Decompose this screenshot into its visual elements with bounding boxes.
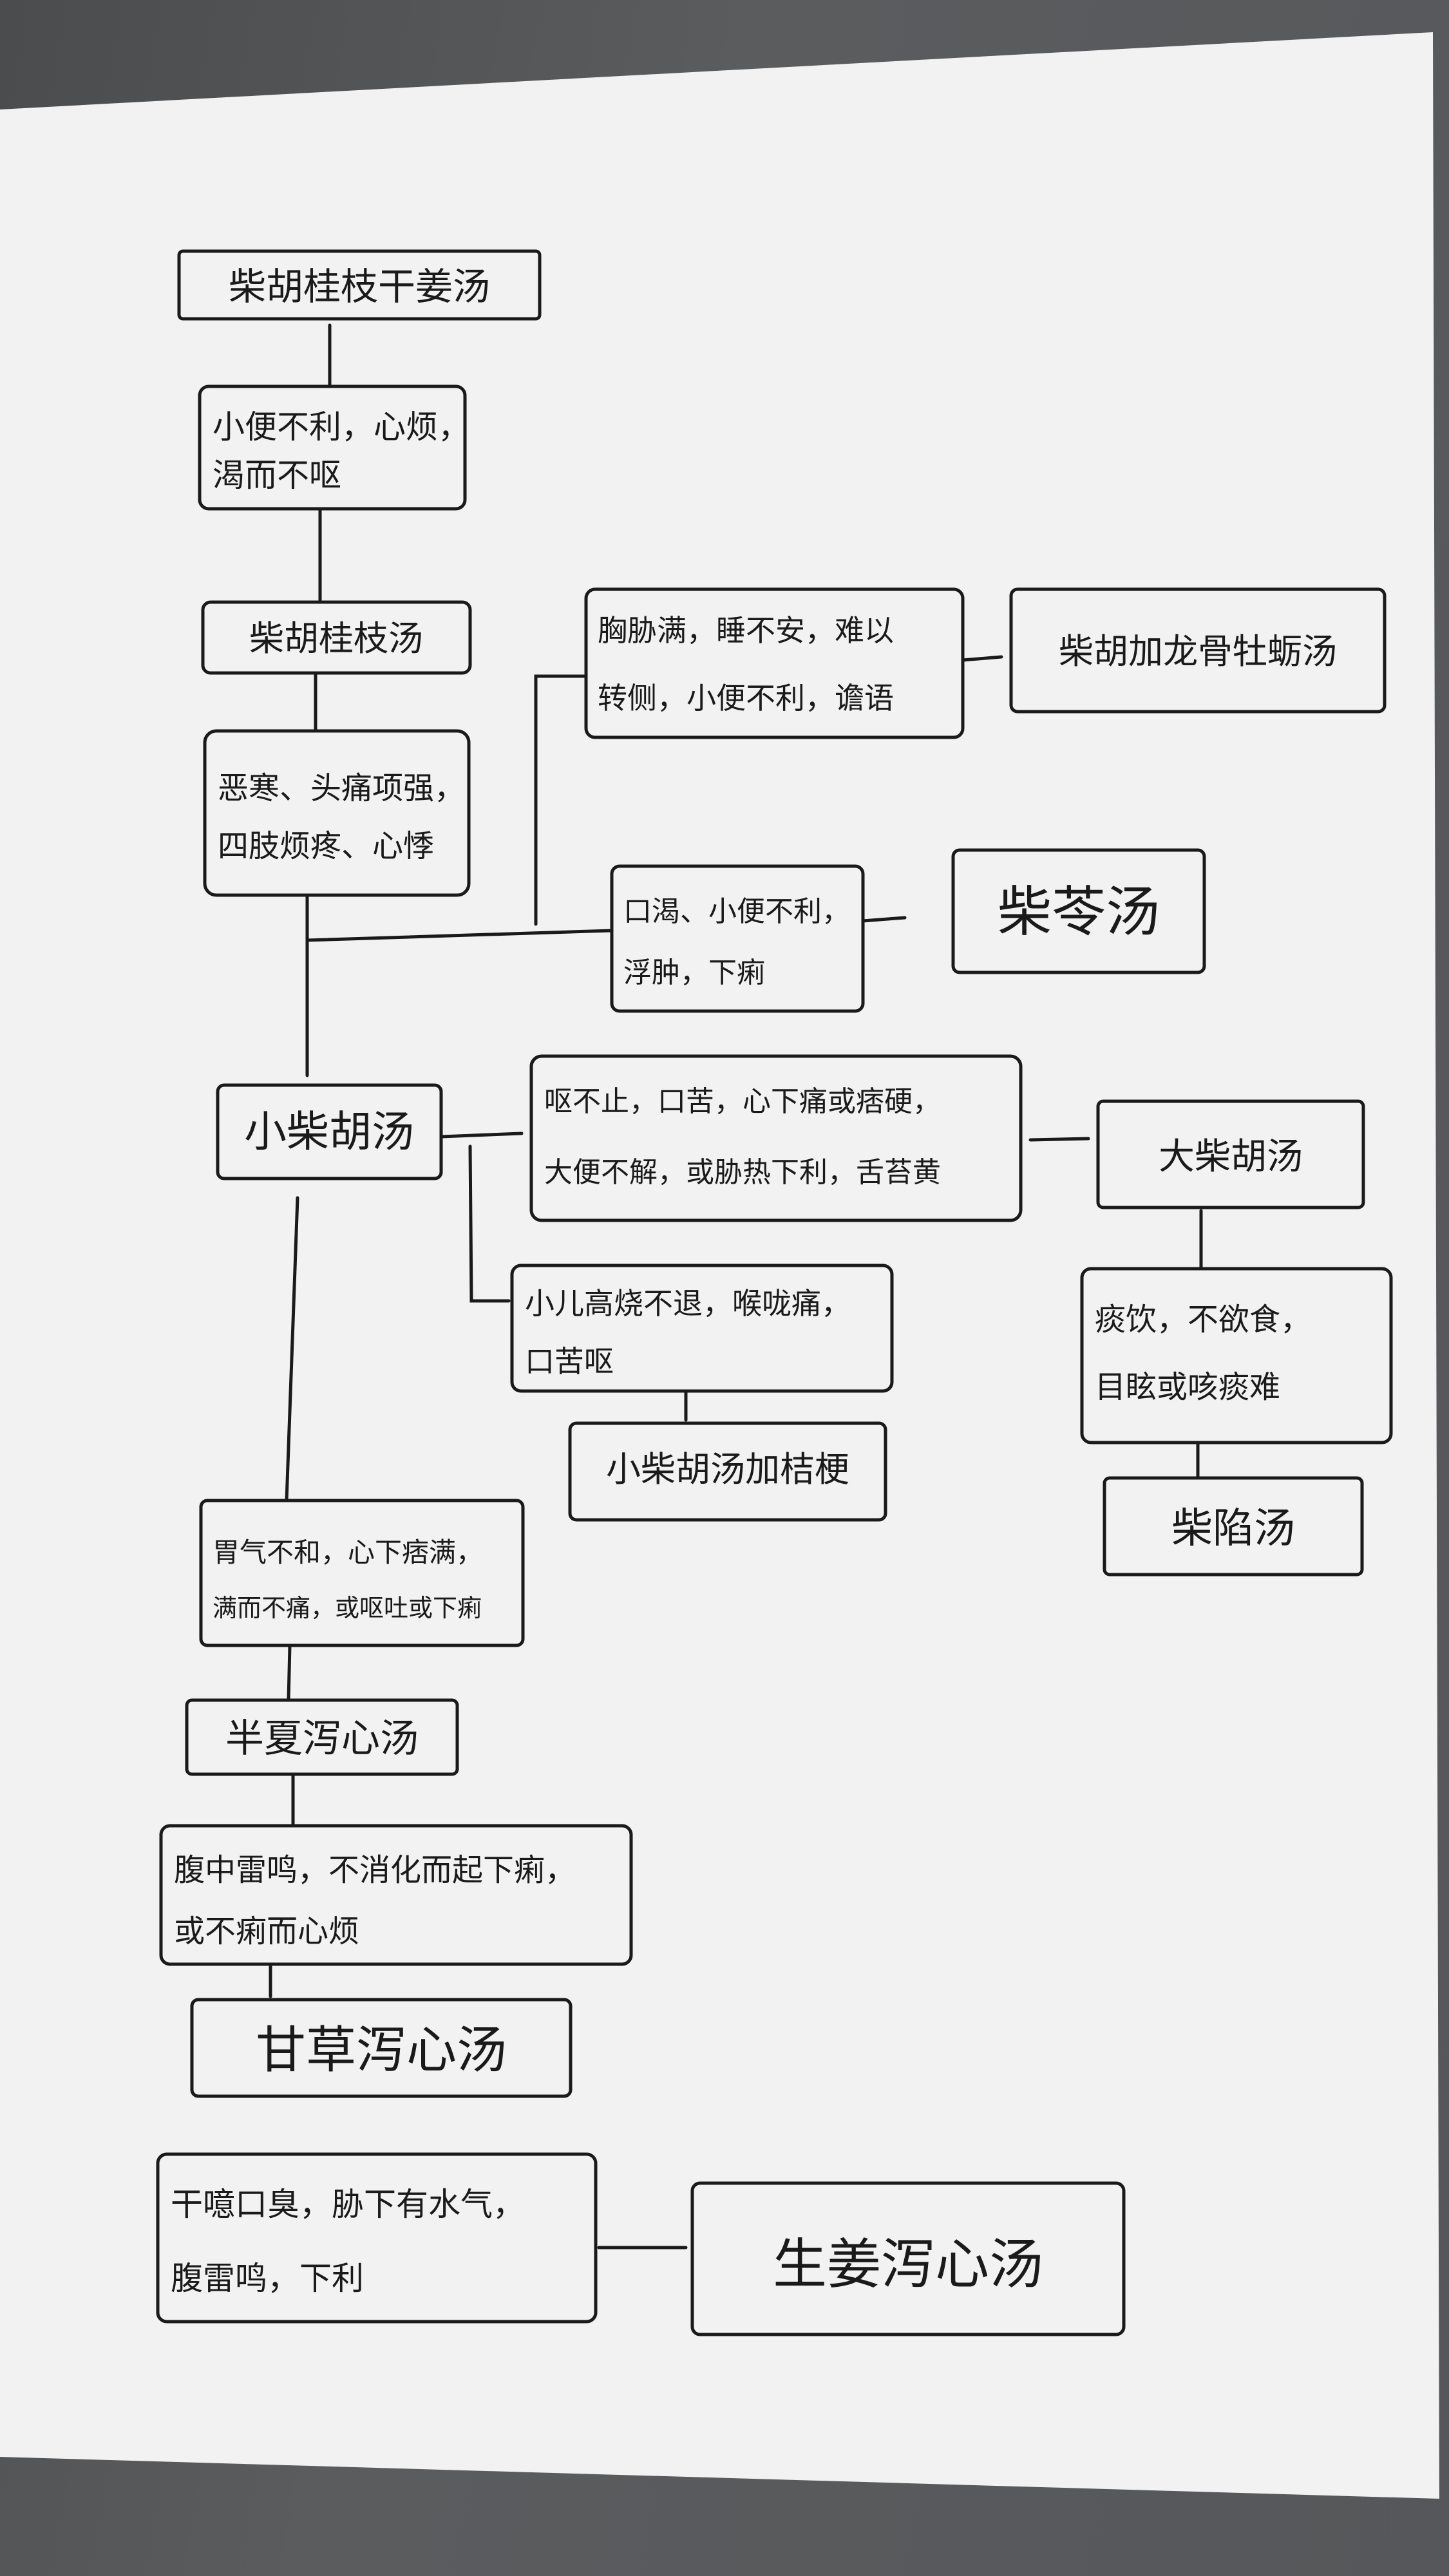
- label-sym-xianyin-line2: 目眩或咳痰难: [1095, 1369, 1280, 1405]
- box-chaihu-guizhi: [201, 600, 472, 675]
- box-shengjiang: [690, 2181, 1126, 2336]
- label-sym-jiegeng-line2: 口苦呕: [525, 1344, 614, 1379]
- connector-16: [287, 1643, 292, 1702]
- label-shengjiang: 生姜泻心汤: [773, 2233, 1043, 2296]
- label-sym-chailing-line1: 口渴、小便不利，: [623, 895, 850, 928]
- label-sym2-line1: 恶寒、头痛项强，: [218, 770, 465, 806]
- label-gancao: 甘草泻心汤: [256, 2022, 507, 2079]
- label-sym-xianyin-line1: 痰饮，不欲食，: [1095, 1302, 1311, 1338]
- box-banxia: [185, 1698, 459, 1776]
- connector-8: [861, 916, 907, 923]
- connector-7: [961, 655, 1003, 662]
- connector-15: [285, 1196, 299, 1502]
- box-sym-jiegeng: [510, 1264, 894, 1393]
- connector-10: [468, 1144, 511, 1303]
- label-sym-longgu-line2: 转侧，小便不利，谵语: [598, 681, 894, 715]
- box-xiaochaihu: [216, 1083, 443, 1180]
- label-chaihu-guizhi: 柴胡桂枝汤: [249, 618, 423, 659]
- label-sym-gancao-line1: 腹中雷鸣，不消化而起下痢，: [174, 1852, 576, 1888]
- box-sym-gancao: [159, 1824, 633, 1966]
- label-sym-jiegeng-line1: 小儿高烧不退，喉咙痛，: [525, 1286, 851, 1321]
- connector-6: [534, 674, 588, 926]
- connector-9: [439, 1132, 524, 1139]
- box-sym-dachaihu: [529, 1054, 1023, 1222]
- label-sym-dachaihu-line2: 大便不解，或胁热下利，舌苔黄: [544, 1156, 941, 1189]
- box-sym-longgu: [584, 587, 965, 739]
- label-sym-banxia-line1: 胃气不和，心下痞满，: [213, 1537, 483, 1568]
- label-sym2-line2: 四肢烦疼、心悸: [218, 828, 434, 864]
- label-sym1-line1: 小便不利，心烦，: [213, 408, 470, 446]
- connector-12: [1028, 1137, 1090, 1142]
- label-sym-gancao-line2: 或不痢而心烦: [174, 1913, 359, 1949]
- box-sym-xianyin: [1080, 1267, 1393, 1444]
- label-xiaochaihu: 小柴胡汤: [244, 1107, 414, 1157]
- label-sym1-line2: 渴而不呕: [213, 457, 341, 494]
- label-sym-banxia-line2: 满而不痛，或呕吐或下痢: [213, 1594, 482, 1622]
- label-chaixian: 柴陷汤: [1171, 1505, 1295, 1553]
- label-sym-dachaihu-line1: 呕不止，口苦，心下痛或痞硬，: [544, 1085, 941, 1118]
- label-chailing: 柴苓汤: [998, 880, 1160, 943]
- box-sym-shengjiang: [156, 2152, 598, 2324]
- label-sym-chailing-line2: 浮肿，下痢: [623, 956, 765, 989]
- label-xiaochaihu-jiegeng: 小柴胡汤加桔梗: [606, 1449, 849, 1490]
- box-dachaihu: [1096, 1099, 1365, 1209]
- box-sym-chailing: [610, 864, 865, 1013]
- label-dachaihu: 大柴胡汤: [1159, 1136, 1303, 1178]
- node-boxes: [156, 249, 1393, 2336]
- box-chaihu-guizhi-ganjiang: [177, 249, 542, 321]
- label-sym-longgu-line1: 胸胁满，睡不安，难以: [598, 613, 894, 648]
- box-chaihu-longgu: [1009, 587, 1387, 714]
- label-sym-shengjiang-line1: 干噫口臭，胁下有水气，: [171, 2186, 525, 2223]
- box-chailing: [951, 848, 1206, 974]
- label-chaihu-guizhi-ganjiang: 柴胡桂枝干姜汤: [229, 265, 490, 308]
- box-sym1: [198, 384, 467, 511]
- label-banxia: 半夏泻心汤: [225, 1716, 419, 1761]
- box-sym2: [203, 729, 471, 897]
- label-sym-shengjiang-line2: 腹雷鸣，下利: [171, 2260, 364, 2297]
- box-sym-banxia: [199, 1499, 525, 1647]
- connector-5: [305, 929, 614, 942]
- box-gancao: [190, 1998, 573, 2098]
- node-labels: 柴胡桂枝干姜汤 小便不利，心烦， 渴而不呕 柴胡桂枝汤 恶寒、头痛项强， 四肢烦…: [171, 265, 1337, 2297]
- label-chaihu-longgu: 柴胡加龙骨牡蛎汤: [1059, 631, 1337, 672]
- box-chaixian: [1103, 1476, 1364, 1577]
- connector-lines: [269, 323, 1203, 2249]
- box-xiaochaihu-jiegeng: [568, 1421, 887, 1522]
